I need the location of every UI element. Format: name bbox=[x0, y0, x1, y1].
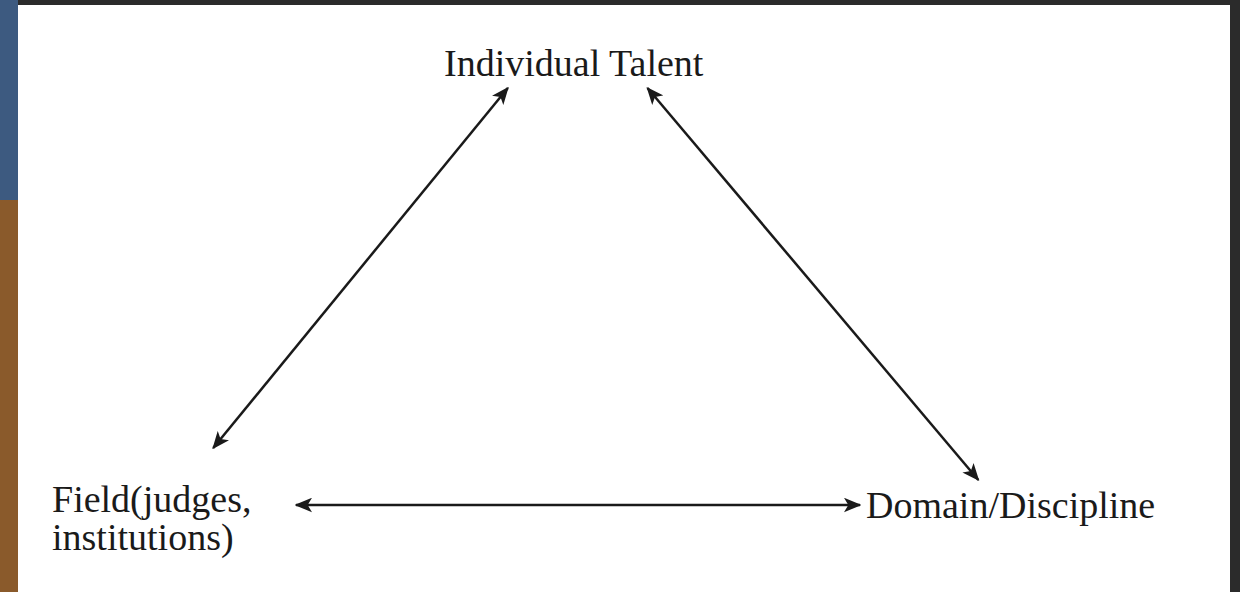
concept-node: Individual Talent bbox=[442, 42, 705, 84]
concept-label: Domain/Discipline bbox=[866, 486, 1155, 524]
concept-label: Field(judges, institutions) bbox=[52, 480, 288, 556]
white-panel bbox=[18, 5, 1230, 592]
cover-strip bbox=[0, 0, 18, 200]
concept-node: Domain/Discipline bbox=[864, 484, 1157, 526]
double-arrow bbox=[296, 504, 860, 507]
concept-label: Individual Talent bbox=[444, 44, 703, 82]
double-arrow bbox=[213, 88, 508, 448]
cover-strip bbox=[0, 200, 18, 592]
double-arrow bbox=[647, 88, 978, 480]
concept-node: Field(judges, institutions) bbox=[50, 478, 290, 558]
